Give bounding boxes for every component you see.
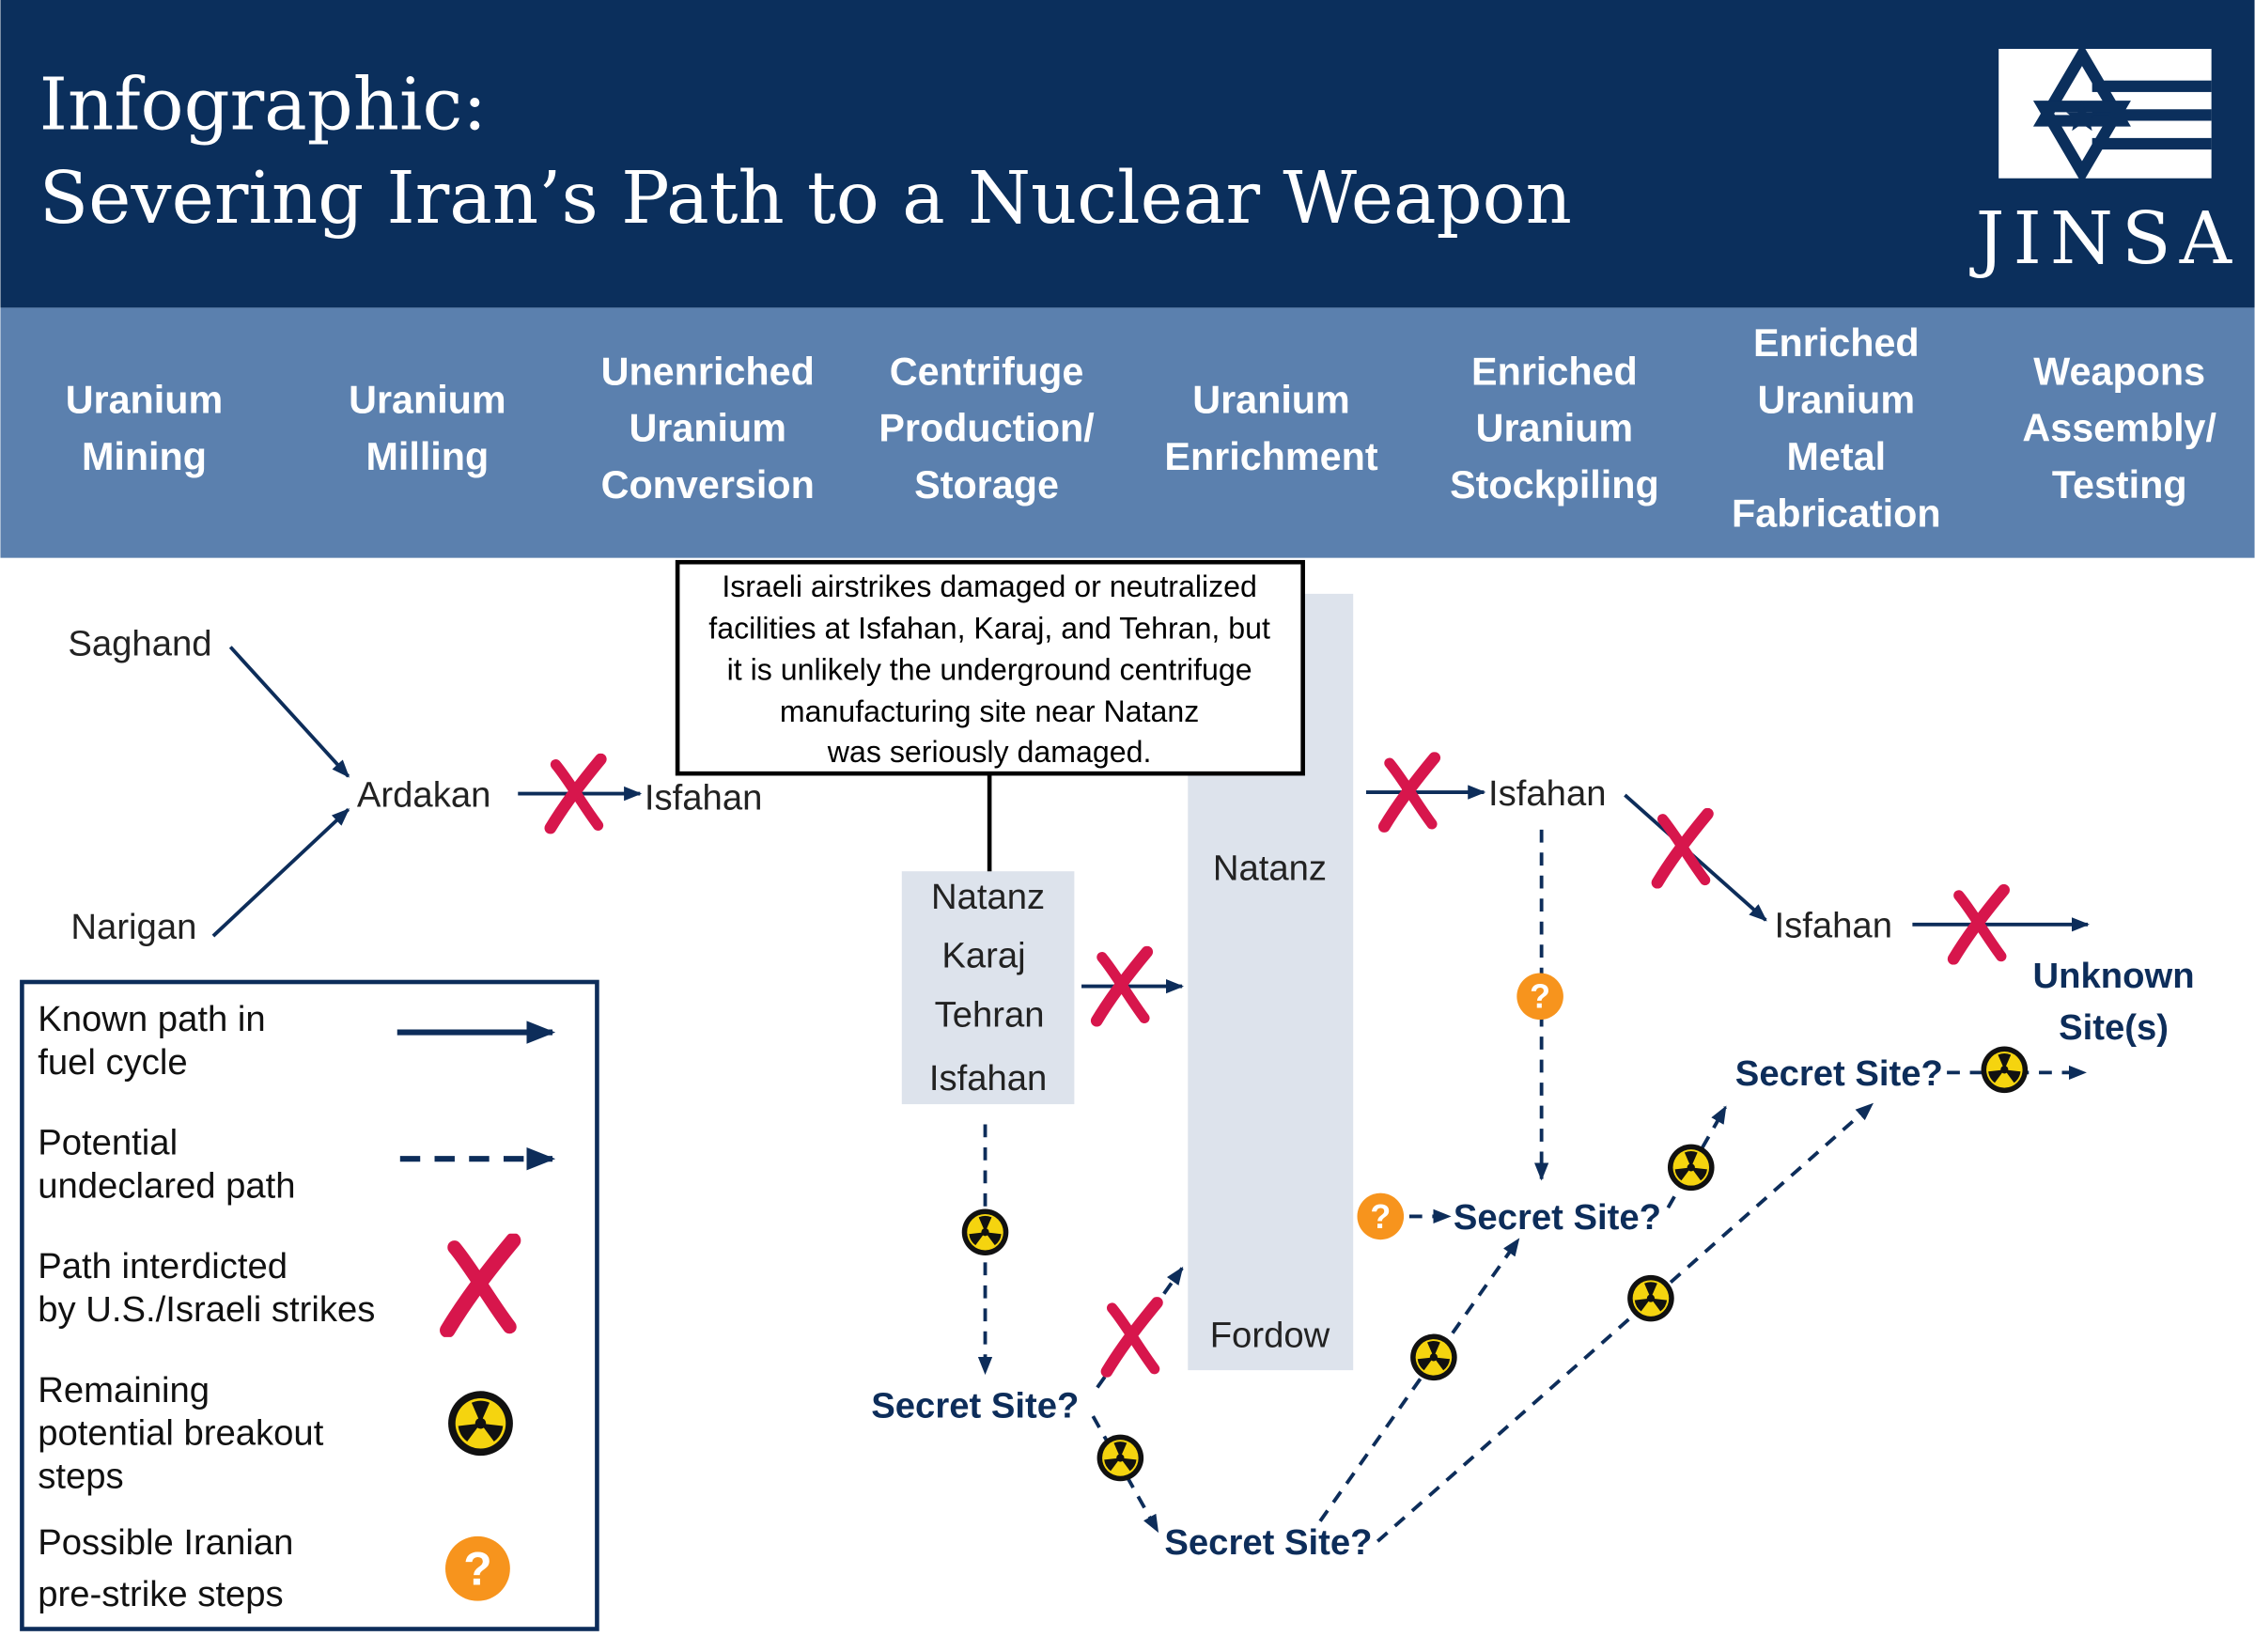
legend: Known path in fuel cycle Potential undec… — [20, 979, 599, 1631]
stage-header: Uranium — [1758, 379, 1916, 422]
stage-header: Enriched — [1471, 350, 1638, 393]
legend-undeclared-path: undeclared path — [38, 1166, 295, 1207]
question-icon — [1357, 1192, 1405, 1240]
stage-header: Metal — [1787, 435, 1887, 478]
stage-header: Assembly/ — [2022, 407, 2216, 450]
legend-breakout: potential breakout — [38, 1413, 323, 1454]
secret-site-centrifuge: Secret Site? — [871, 1386, 1079, 1426]
site-isfahan-centrifuge: Isfahan — [929, 1058, 1047, 1099]
centrifuge-box — [901, 871, 1075, 1105]
path-narigan-ardakan — [211, 808, 350, 938]
legend-undeclared-path: Potential — [38, 1123, 178, 1163]
red-x-icon — [1107, 1302, 1157, 1371]
stage-header: Uranium — [66, 379, 224, 422]
stage-header: Uranium — [349, 379, 506, 422]
callout-line: Israeli airstrikes damaged or neutralize… — [722, 569, 1257, 603]
dashed-secret-stockpile — [1318, 1238, 1520, 1522]
site-natanz: Natanz — [931, 877, 1045, 917]
legend-interdicted: Path interdicted — [38, 1246, 288, 1286]
stage-header: Fabrication — [1732, 491, 1941, 535]
site-isfahan-conversion: Isfahan — [645, 777, 762, 818]
stage-header: Mining — [82, 435, 207, 478]
radiation-icon — [1627, 1274, 1674, 1322]
header-bar — [0, 0, 2255, 308]
stage-header: Centrifuge — [890, 350, 1084, 393]
site-narigan: Narigan — [70, 907, 196, 947]
stage-header: Uranium — [1476, 407, 1634, 450]
stage-header: Weapons — [2033, 350, 2205, 393]
site-natanz-enrichment: Natanz — [1213, 848, 1327, 888]
radiation-icon — [1096, 1434, 1144, 1482]
legend-prestrike: Possible Iranian — [38, 1522, 293, 1563]
radiation-icon — [1410, 1333, 1457, 1381]
logo-text: JINSA — [1969, 197, 2240, 281]
stage-header: Unenriched — [601, 350, 815, 393]
dashed-secret-metal-long — [1376, 1102, 1874, 1543]
stage-header: Testing — [2052, 463, 2187, 507]
stage-header: Conversion — [601, 463, 815, 507]
callout-line: facilities at Isfahan, Karaj, and Tehran… — [708, 611, 1270, 645]
legend-breakout: steps — [38, 1457, 123, 1497]
path-saghand-ardakan — [228, 646, 350, 778]
site-ardakan: Ardakan — [357, 774, 490, 815]
legend-interdicted: by U.S./Israeli strikes — [38, 1289, 375, 1330]
unknown-sites-line2: Site(s) — [2059, 1007, 2169, 1048]
title-line-2: Severing Iran’s Path to a Nuclear Weapon — [39, 157, 1572, 241]
stage-band — [0, 307, 2255, 558]
site-isfahan-stockpile: Isfahan — [1488, 773, 1606, 814]
title-line-1: Infographic: — [39, 64, 487, 148]
stage-header: Uranium — [1192, 379, 1350, 422]
unknown-sites-line1: Unknown — [2033, 956, 2195, 996]
radiation-icon — [448, 1391, 513, 1457]
site-tehran: Tehran — [935, 994, 1045, 1035]
jinsa-logo: JINSA — [1969, 43, 2240, 281]
site-fordow: Fordow — [1210, 1316, 1330, 1356]
red-x-icon — [1657, 814, 1707, 882]
callout-line: manufacturing site near Natanz — [780, 694, 1199, 728]
secret-site-enrichment: Secret Site? — [1164, 1522, 1372, 1563]
stage-header: Uranium — [629, 407, 786, 450]
secret-site-metal: Secret Site? — [1735, 1053, 1943, 1094]
callout-line: was seriously damaged. — [827, 735, 1152, 769]
radiation-icon — [1981, 1046, 2029, 1094]
legend-breakout: Remaining — [38, 1370, 210, 1410]
stage-header: Production/ — [879, 407, 1095, 450]
stage-header: Enrichment — [1164, 435, 1377, 478]
stage-header: Storage — [914, 463, 1059, 507]
site-karaj: Karaj — [941, 936, 1025, 976]
legend-known-path: Known path in — [38, 999, 265, 1039]
question-icon — [445, 1535, 510, 1601]
radiation-icon — [1667, 1144, 1715, 1192]
question-icon — [1516, 973, 1563, 1021]
stage-header: Milling — [366, 435, 490, 478]
site-isfahan-metal: Isfahan — [1775, 906, 1892, 946]
stage-header: Stockpiling — [1450, 463, 1659, 507]
radiation-icon — [961, 1208, 1009, 1256]
site-saghand: Saghand — [68, 624, 211, 664]
callout-line: it is unlikely the underground centrifug… — [727, 653, 1252, 687]
secret-site-stockpile: Secret Site? — [1454, 1197, 1661, 1238]
stage-header: Enriched — [1753, 321, 1920, 365]
callout-box: Israeli airstrikes damaged or neutralize… — [675, 559, 1305, 872]
legend-known-path: fuel cycle — [38, 1042, 187, 1083]
legend-prestrike: pre-strike steps — [38, 1574, 283, 1614]
